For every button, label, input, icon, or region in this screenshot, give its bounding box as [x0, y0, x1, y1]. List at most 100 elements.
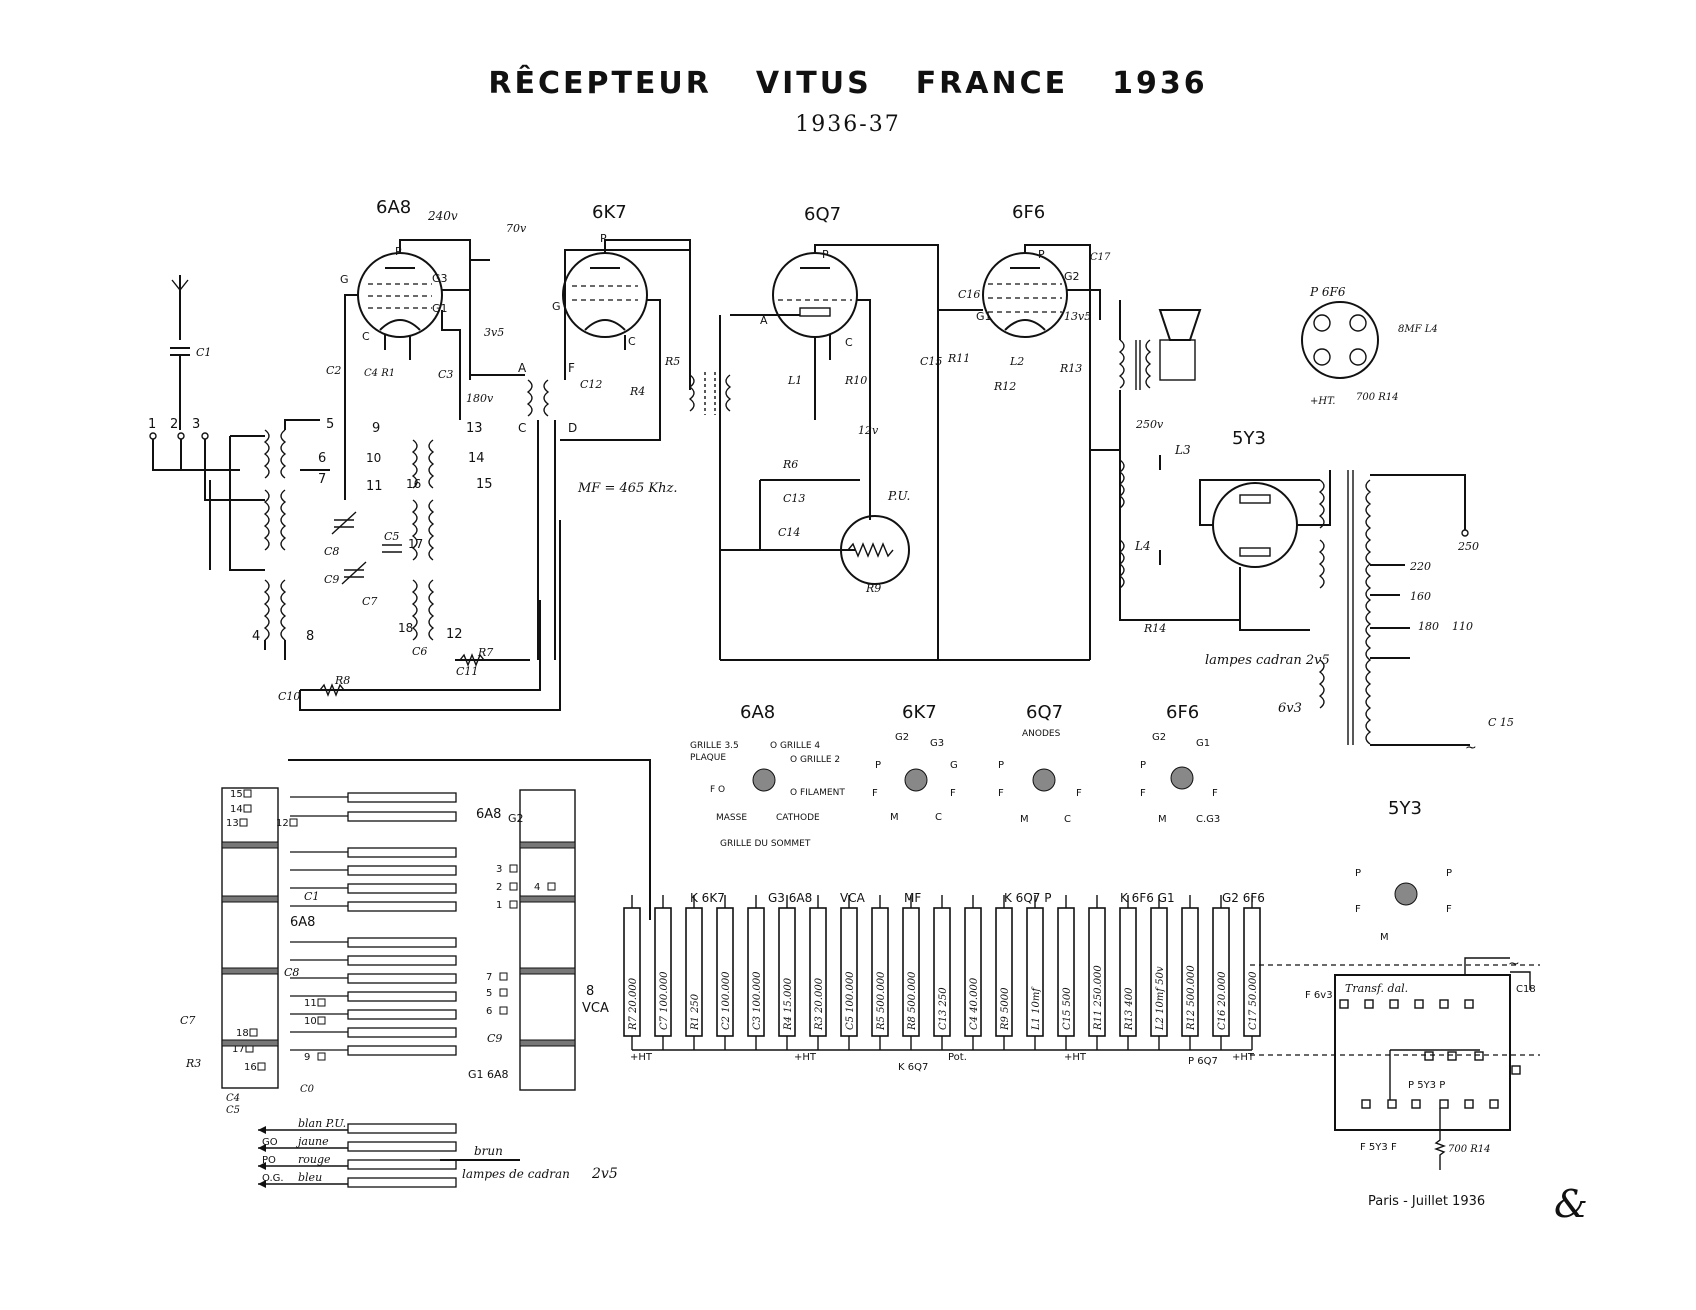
title-word: FRANCE	[915, 66, 1069, 101]
if-frequency-note: MF = 465 Khz.	[577, 481, 678, 496]
board-component: R3 20.000	[809, 895, 827, 1050]
cable-bar	[347, 1123, 457, 1134]
tube-label-6q7: 6Q7	[804, 204, 841, 225]
socket-label: PLAQUE	[690, 753, 726, 763]
socket-label: G2	[895, 732, 909, 743]
component-value: R13 400	[1124, 987, 1135, 1031]
cable-color: rouge	[298, 1153, 331, 1166]
signature: &	[1554, 1182, 1588, 1226]
switch-contact-bar	[347, 1027, 457, 1038]
hatched-separator	[519, 967, 576, 975]
wb-label-c4: C4	[226, 1093, 240, 1104]
socket-label: G2	[1152, 732, 1166, 743]
arrow-left-icon	[258, 1162, 266, 1170]
dial-lamps-wire-label: lampes de cadran	[462, 1167, 570, 1181]
component-value: C7 100.000	[659, 971, 670, 1030]
terminal-number: 2	[496, 882, 502, 893]
board-component: R12 500.000	[1181, 895, 1199, 1050]
board-footer: +HT	[630, 1052, 653, 1063]
terminal-9: 9	[372, 421, 380, 436]
board-header: G2 6F6	[1222, 891, 1265, 905]
socket-label: C	[1064, 814, 1071, 825]
pin-c: C	[362, 330, 370, 343]
tube-6k7: 6K7 P G C C12 R4 R5 MF = 465 Khz.	[552, 202, 691, 496]
socket-6a8: 6A8 GRILLE 3.5 PLAQUE O GRILLE 4 O GRILL…	[690, 702, 845, 849]
label-c16: C16	[958, 288, 980, 301]
terminal-18: 18	[398, 621, 413, 635]
terminal-number: 7	[486, 972, 492, 983]
board-component: R4 15.000	[778, 895, 796, 1050]
terminal-lug	[317, 998, 326, 1007]
board-footer: P 6Q7	[1188, 1056, 1218, 1067]
socket-note-ht: +HT.	[1310, 396, 1335, 407]
hatched-separator	[221, 841, 279, 849]
socket-label: O FILAMENT	[790, 788, 845, 798]
terminal-number: 18	[236, 1028, 249, 1039]
transformer-label: Transf. dal.	[1345, 982, 1408, 995]
pin-g2: G2	[1064, 270, 1080, 283]
tap-110: 110	[1452, 620, 1473, 633]
socket-label: P	[1140, 760, 1146, 771]
board-component: C3 100.000	[747, 895, 765, 1050]
terminal-17: 17	[408, 537, 423, 551]
board-component: L2 10mf 50v	[1150, 895, 1168, 1050]
arrow-left-icon	[258, 1126, 266, 1134]
label-r13: R13	[1059, 362, 1082, 375]
tube-label-5y3: 5Y3	[1232, 428, 1266, 449]
power-layout: Transf. dal. F 6v3 C18 P 5Y3 P F 5Y3 F 7…	[1250, 956, 1540, 1170]
voltage-250: 250v	[1135, 418, 1164, 431]
cable-band-code: GO	[262, 1137, 278, 1148]
switch-contact-bar	[347, 937, 457, 948]
board-header: MF	[904, 891, 921, 905]
socket-label: CATHODE	[776, 813, 820, 823]
pin-g: G	[552, 300, 561, 313]
label-c15-mains: C 15	[1488, 716, 1514, 729]
component-value: C17 50.000	[1248, 971, 1259, 1030]
board-footer: +HT	[794, 1052, 817, 1063]
socket-label: F	[1355, 904, 1361, 915]
socket-label: P	[1355, 868, 1361, 879]
voltage-3v5: 3v5	[484, 326, 504, 339]
socket-title-5y3: 5Y3	[1388, 798, 1422, 819]
board-component: C15 500	[1057, 895, 1075, 1050]
switch-contact-bar	[347, 792, 457, 803]
wb-label-8: 8	[586, 984, 594, 999]
terminal-lug	[257, 1062, 266, 1071]
component-value: C16 20.000	[1217, 971, 1228, 1030]
board-component: R13 400	[1119, 895, 1137, 1050]
wb-label-g2: G2	[508, 812, 524, 825]
tap-180: 180	[1418, 620, 1439, 633]
switch-pos-1: 1	[148, 417, 156, 432]
pin-g3: G3	[432, 272, 448, 285]
pin-g1: G1	[976, 310, 992, 323]
label-c14: C14	[778, 526, 800, 539]
board-header: G3 6A8	[768, 891, 812, 905]
wb-label-r3: R3	[185, 1057, 201, 1070]
socket-label: G3	[930, 738, 944, 749]
terminal-15: 15	[476, 477, 493, 492]
board-component: R5 500.000	[871, 895, 889, 1050]
component-value: R3 20.000	[814, 977, 825, 1031]
label-r11: R11	[947, 352, 970, 365]
cable-color: bleu	[298, 1171, 322, 1184]
socket-label: F	[998, 788, 1004, 799]
label-r5: R5	[664, 355, 680, 368]
wb-label-c8: C8	[284, 966, 299, 979]
title-word: RÊCEPTEUR	[488, 66, 712, 101]
voltage-70: 70v	[506, 222, 527, 235]
socket-6f6: 6F6 G2 G1 P F F M C.G3	[1140, 702, 1220, 825]
switch-strip-right	[519, 789, 576, 1091]
socket-title-6f6: 6F6	[1166, 702, 1199, 723]
terminal-number: 4	[534, 882, 540, 893]
board-component: C7 100.000	[654, 895, 672, 1050]
wb-label-c7: C7	[180, 1014, 195, 1027]
tap-160: 160	[1410, 590, 1431, 603]
component-value: L1 10mf	[1031, 986, 1042, 1031]
component-value: C13 250	[938, 987, 949, 1030]
terminal-number: 15	[230, 789, 243, 800]
terminal-12: 12	[446, 627, 463, 642]
terminal-lug	[509, 900, 518, 909]
socket-label: P	[875, 760, 881, 771]
cable-band-code: PO	[262, 1155, 276, 1166]
terminal-lug	[249, 1028, 258, 1037]
